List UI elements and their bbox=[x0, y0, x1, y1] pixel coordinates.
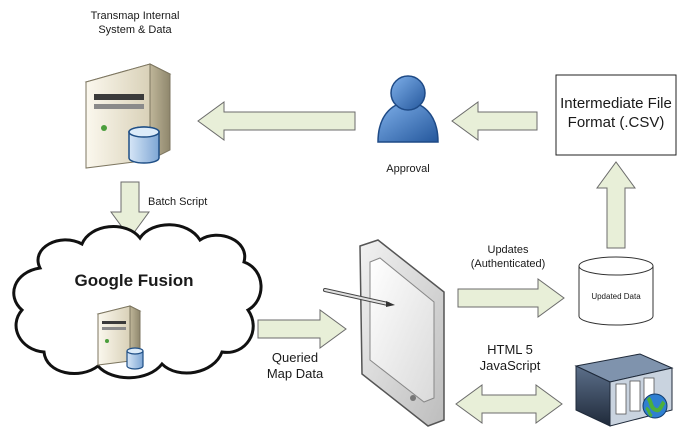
arrow-updates bbox=[457, 278, 565, 318]
html5-label-line2: JavaScript bbox=[479, 358, 541, 374]
arrow-batch-script bbox=[110, 181, 150, 239]
database-cylinder-icon bbox=[578, 256, 654, 326]
internal-system-label-line2: System & Data bbox=[98, 23, 172, 36]
arrow-file-to-approval bbox=[451, 101, 538, 141]
arrow-approval-to-server bbox=[197, 101, 356, 141]
updates-label-line1: Updates bbox=[487, 244, 529, 256]
arrow-queried-map-data bbox=[257, 309, 347, 349]
web-server-icon bbox=[574, 353, 674, 427]
arrow-updated-to-file bbox=[596, 161, 636, 249]
batch-script-label: Batch Script bbox=[148, 196, 208, 208]
arrow-html5-bidirectional bbox=[455, 384, 563, 424]
queried-map-data-label: Queried Map Data bbox=[252, 350, 338, 383]
updated-data-label: Updated Data bbox=[591, 292, 641, 301]
queried-map-data-line1: Queried bbox=[271, 350, 319, 365]
tablet-icon bbox=[323, 239, 445, 427]
person-icon bbox=[377, 75, 439, 143]
intermediate-file-label-line1: Intermediate File bbox=[560, 95, 672, 112]
internal-system-label-line1: Transmap Internal bbox=[90, 10, 180, 22]
queried-map-data-line2: Map Data bbox=[266, 366, 324, 382]
approval-label: Approval bbox=[386, 163, 430, 175]
intermediate-file-label: Intermediate File Format (.CSV) bbox=[556, 95, 676, 133]
cloud-icon bbox=[12, 223, 263, 380]
internal-system-label: Transmap Internal System & Data bbox=[60, 10, 210, 38]
html5-label: HTML 5 JavaScript bbox=[460, 342, 560, 375]
internal-server-icon bbox=[84, 63, 172, 169]
google-fusion-label: Google Fusion bbox=[74, 271, 194, 290]
updates-label-line2: (Authenticated) bbox=[470, 257, 546, 270]
fusion-server-icon bbox=[96, 305, 144, 370]
updates-label: Updates (Authenticated) bbox=[448, 244, 568, 272]
html5-label-line1: HTML 5 bbox=[487, 342, 533, 357]
intermediate-file-box bbox=[555, 74, 677, 156]
intermediate-file-label-line2: Format (.CSV) bbox=[567, 113, 665, 131]
